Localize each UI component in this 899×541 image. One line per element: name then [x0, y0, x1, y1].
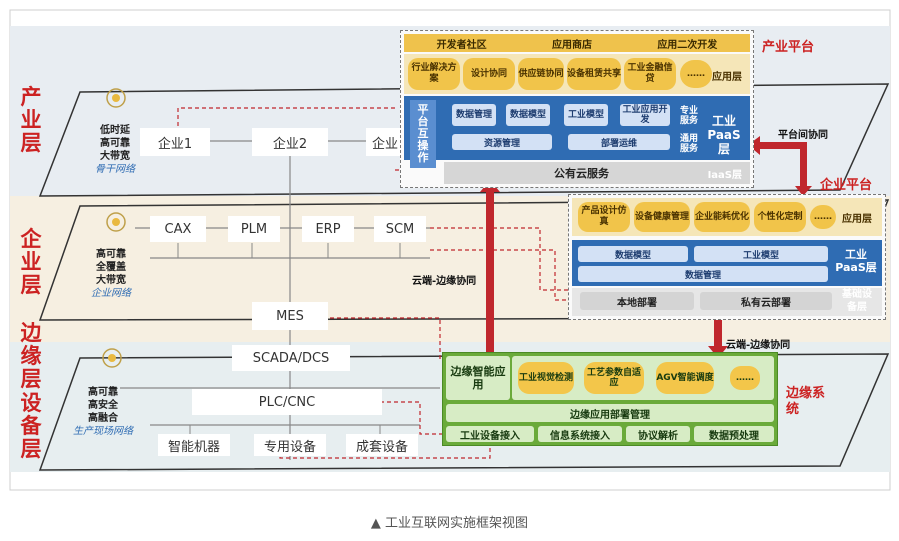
figure-caption: ▲ 工业互联网实施框架视图: [370, 516, 529, 531]
edge-device-access[interactable]: 工业设备接入: [446, 426, 534, 442]
pro-service-label: 专业服务: [679, 106, 698, 126]
antenna-icon: [106, 212, 126, 232]
app-supply-chain[interactable]: 供应链协同: [518, 58, 564, 90]
app-industry-solution[interactable]: 行业解决方案: [408, 58, 460, 90]
layer-title-device: 设备层: [20, 391, 42, 461]
tab-secondary-dev[interactable]: 应用二次开发: [657, 39, 718, 51]
app-industrial-finance[interactable]: 工业金融信贷: [624, 58, 676, 90]
tab-dev-community[interactable]: 开发者社区: [436, 39, 487, 51]
enterprise-paas-label: 工业PaaS层: [835, 248, 877, 274]
paas-app-dev[interactable]: 工业应用开发: [620, 104, 670, 126]
layer-title-enterprise: 企业层: [20, 227, 42, 297]
app-energy-optimize[interactable]: 企业能耗优化: [694, 202, 750, 232]
edge-deploy-mgmt[interactable]: 边缘应用部署管理: [446, 404, 774, 422]
edge-smart-app[interactable]: 边缘智能应用: [446, 356, 510, 400]
network-backbone: 低时延高可靠大带宽 骨干网络: [95, 125, 135, 175]
public-cloud-bar: 公有云服务 IaaS层: [444, 162, 750, 184]
enterprise-app-layer-label: 应用层: [842, 214, 872, 225]
app-more-enterprise[interactable]: ……: [810, 205, 836, 229]
industry-top-bar: 开发者社区 应用商店 应用二次开发: [404, 34, 750, 52]
ent-industrial-model[interactable]: 工业模型: [694, 246, 828, 262]
enterprise-platform-label: 企业平台: [820, 178, 873, 193]
system-plc[interactable]: PLC/CNC: [192, 389, 382, 415]
device-special[interactable]: 专用设备: [254, 434, 326, 456]
edge-app-more[interactable]: ……: [730, 366, 760, 390]
app-equipment-health[interactable]: 设备健康管理: [634, 202, 690, 232]
device-complete-set[interactable]: 成套设备: [346, 434, 418, 456]
edge-system-label: 边缘系统: [786, 386, 826, 417]
iaas-label: IaaS层: [707, 169, 742, 181]
edge-protocol-parse[interactable]: 协议解析: [626, 426, 690, 442]
system-scada[interactable]: SCADA/DCS: [232, 345, 350, 371]
ent-data-model[interactable]: 数据模型: [578, 246, 688, 262]
label-cloud-edge-2: 云端-边缘协同: [726, 340, 791, 351]
app-product-design[interactable]: 产品设计仿真: [578, 202, 630, 232]
deploy-ops[interactable]: 部署运维: [568, 134, 670, 150]
system-scm[interactable]: SCM: [374, 216, 426, 242]
local-deploy[interactable]: 本地部署: [580, 292, 694, 310]
node-enterprise-3[interactable]: 企业: [366, 128, 404, 156]
edge-info-access[interactable]: 信息系统接入: [538, 426, 622, 442]
node-enterprise-1[interactable]: 企业1: [140, 128, 210, 156]
app-more[interactable]: ……: [680, 60, 712, 88]
tab-app-store[interactable]: 应用商店: [551, 39, 592, 51]
system-plm[interactable]: PLM: [228, 216, 280, 242]
system-cax[interactable]: CAX: [150, 216, 206, 242]
paas-data-model[interactable]: 数据模型: [506, 104, 550, 126]
system-mes[interactable]: MES: [252, 302, 328, 330]
resource-mgmt[interactable]: 资源管理: [452, 134, 552, 150]
label-cloud-edge-1: 云端-边缘协同: [412, 276, 477, 287]
infra-label: 基础设备层: [842, 289, 872, 313]
edge-data-preprocess[interactable]: 数据预处理: [694, 426, 774, 442]
industry-app-layer-label: 应用层: [712, 72, 742, 83]
interop-column: 平台互操作: [410, 100, 436, 168]
edge-app-vision[interactable]: 工业视觉检测: [518, 362, 574, 394]
edge-app-process-param[interactable]: 工艺参数自适应: [584, 362, 644, 394]
app-customization[interactable]: 个性化定制: [754, 202, 806, 232]
antenna-icon: [106, 88, 126, 108]
ent-data-mgmt[interactable]: 数据管理: [578, 266, 828, 282]
public-cloud-label: 公有云服务: [554, 167, 609, 180]
app-design-collab[interactable]: 设计协同: [463, 58, 515, 90]
system-erp[interactable]: ERP: [302, 216, 354, 242]
industry-paas-label: 工业PaaS层: [707, 114, 741, 156]
network-field: 高可靠高安全高融合 生产现场网络: [73, 387, 133, 437]
industry-platform-label: 产业平台: [762, 40, 815, 55]
paas-industrial-model[interactable]: 工业模型: [564, 104, 608, 126]
app-equipment-leasing[interactable]: 设备租赁共享: [567, 58, 621, 90]
device-smart-machine[interactable]: 智能机器: [158, 434, 230, 456]
node-enterprise-2[interactable]: 企业2: [252, 128, 328, 156]
common-service-label: 通用服务: [679, 134, 698, 154]
label-platform-collab: 平台间协同: [778, 130, 828, 141]
paas-data-mgmt[interactable]: 数据管理: [452, 104, 496, 126]
network-enterprise: 高可靠全覆盖大带宽 企业网络: [91, 249, 131, 299]
private-cloud-deploy[interactable]: 私有云部署: [700, 292, 832, 310]
edge-app-agv[interactable]: AGV智能调度: [656, 362, 714, 394]
layer-title-industry: 产业层: [20, 85, 42, 155]
layer-title-edge: 边缘层: [20, 321, 42, 391]
antenna-icon: [102, 348, 122, 368]
